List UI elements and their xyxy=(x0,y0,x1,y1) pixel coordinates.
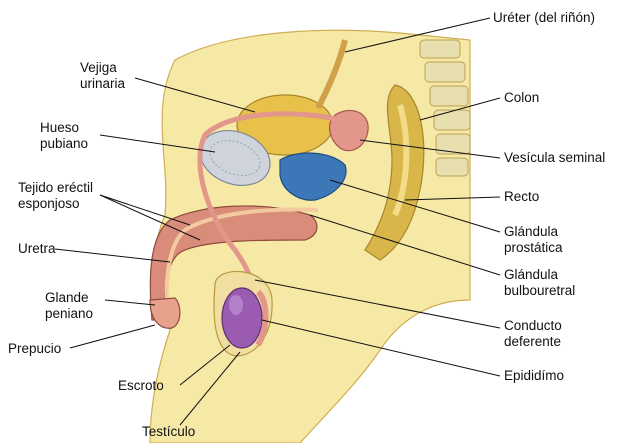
label-hueso: Hueso pubiano xyxy=(40,120,88,152)
label-vejiga: Vejiga urinaria xyxy=(80,60,125,92)
testis xyxy=(222,288,262,348)
label-vesicula: Vesícula seminal xyxy=(504,150,605,166)
label-colon: Colon xyxy=(504,90,539,106)
label-prostatica-line2: prostática xyxy=(504,240,563,256)
label-escroto: Escroto xyxy=(118,378,164,394)
label-hueso-line1: Hueso xyxy=(40,120,88,136)
label-glande: Glande peniano xyxy=(45,290,93,322)
label-bulbo-line1: Glándula xyxy=(504,267,575,283)
label-conducto-line2: deferente xyxy=(504,334,562,350)
glans xyxy=(150,298,180,328)
label-prostatica-line1: Glándula xyxy=(504,224,563,240)
label-conducto-line1: Conducto xyxy=(504,318,562,334)
label-uretra: Uretra xyxy=(18,241,56,257)
label-tejido: Tejido eréctil esponjoso xyxy=(18,180,93,212)
label-bulbo-line2: bulbouretral xyxy=(504,283,575,299)
label-testiculo: Testículo xyxy=(142,424,195,440)
label-bulbouretral: Glándula bulbouretral xyxy=(504,267,575,299)
label-prostatica: Glándula prostática xyxy=(504,224,563,256)
label-glande-line1: Glande xyxy=(45,290,93,306)
label-glande-line2: peniano xyxy=(45,306,93,322)
label-conducto: Conducto deferente xyxy=(504,318,562,350)
label-tejido-line2: esponjoso xyxy=(18,196,93,212)
label-ureter: Uréter (del riñón) xyxy=(493,10,595,26)
label-vejiga-line2: urinaria xyxy=(80,76,125,92)
label-recto: Recto xyxy=(504,189,539,205)
label-vejiga-line1: Vejiga xyxy=(80,60,125,76)
label-hueso-line2: pubiano xyxy=(40,136,88,152)
label-prepucio: Prepucio xyxy=(8,341,61,357)
label-tejido-line1: Tejido eréctil xyxy=(18,180,93,196)
label-epididimo: Epididímo xyxy=(504,368,564,384)
